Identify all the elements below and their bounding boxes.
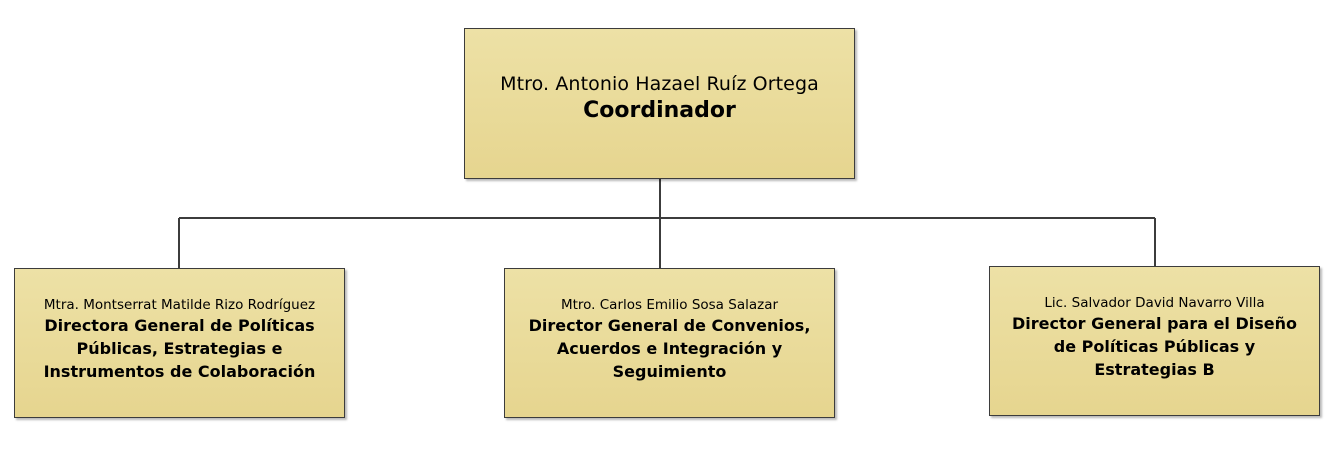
node-position-title: Directora General de Políticas Públicas,… — [43, 315, 316, 381]
org-node-director-convenios: Mtro. Carlos Emilio Sosa Salazar Directo… — [504, 268, 835, 418]
node-person-name: Mtra. Montserrat Matilde Rizo Rodríguez — [43, 296, 316, 313]
node-person-name: Lic. Salvador David Navarro Villa — [1044, 294, 1265, 311]
org-node-director-politicas-publicas: Mtra. Montserrat Matilde Rizo Rodríguez … — [14, 268, 345, 418]
node-person-name: Mtro. Carlos Emilio Sosa Salazar — [560, 296, 779, 313]
node-position-title: Director General para el Diseño de Polít… — [1012, 313, 1297, 379]
org-node-director-diseno-politicas: Lic. Salvador David Navarro Villa Direct… — [989, 266, 1320, 416]
node-person-name: Mtro. Antonio Hazael Ruíz Ortega — [500, 72, 819, 95]
node-position-title: Director General de Convenios, Acuerdos … — [528, 315, 811, 381]
org-node-coordinator: Mtro. Antonio Hazael Ruíz Ortega Coordin… — [464, 28, 855, 179]
node-position-title: Coordinador — [583, 97, 736, 123]
